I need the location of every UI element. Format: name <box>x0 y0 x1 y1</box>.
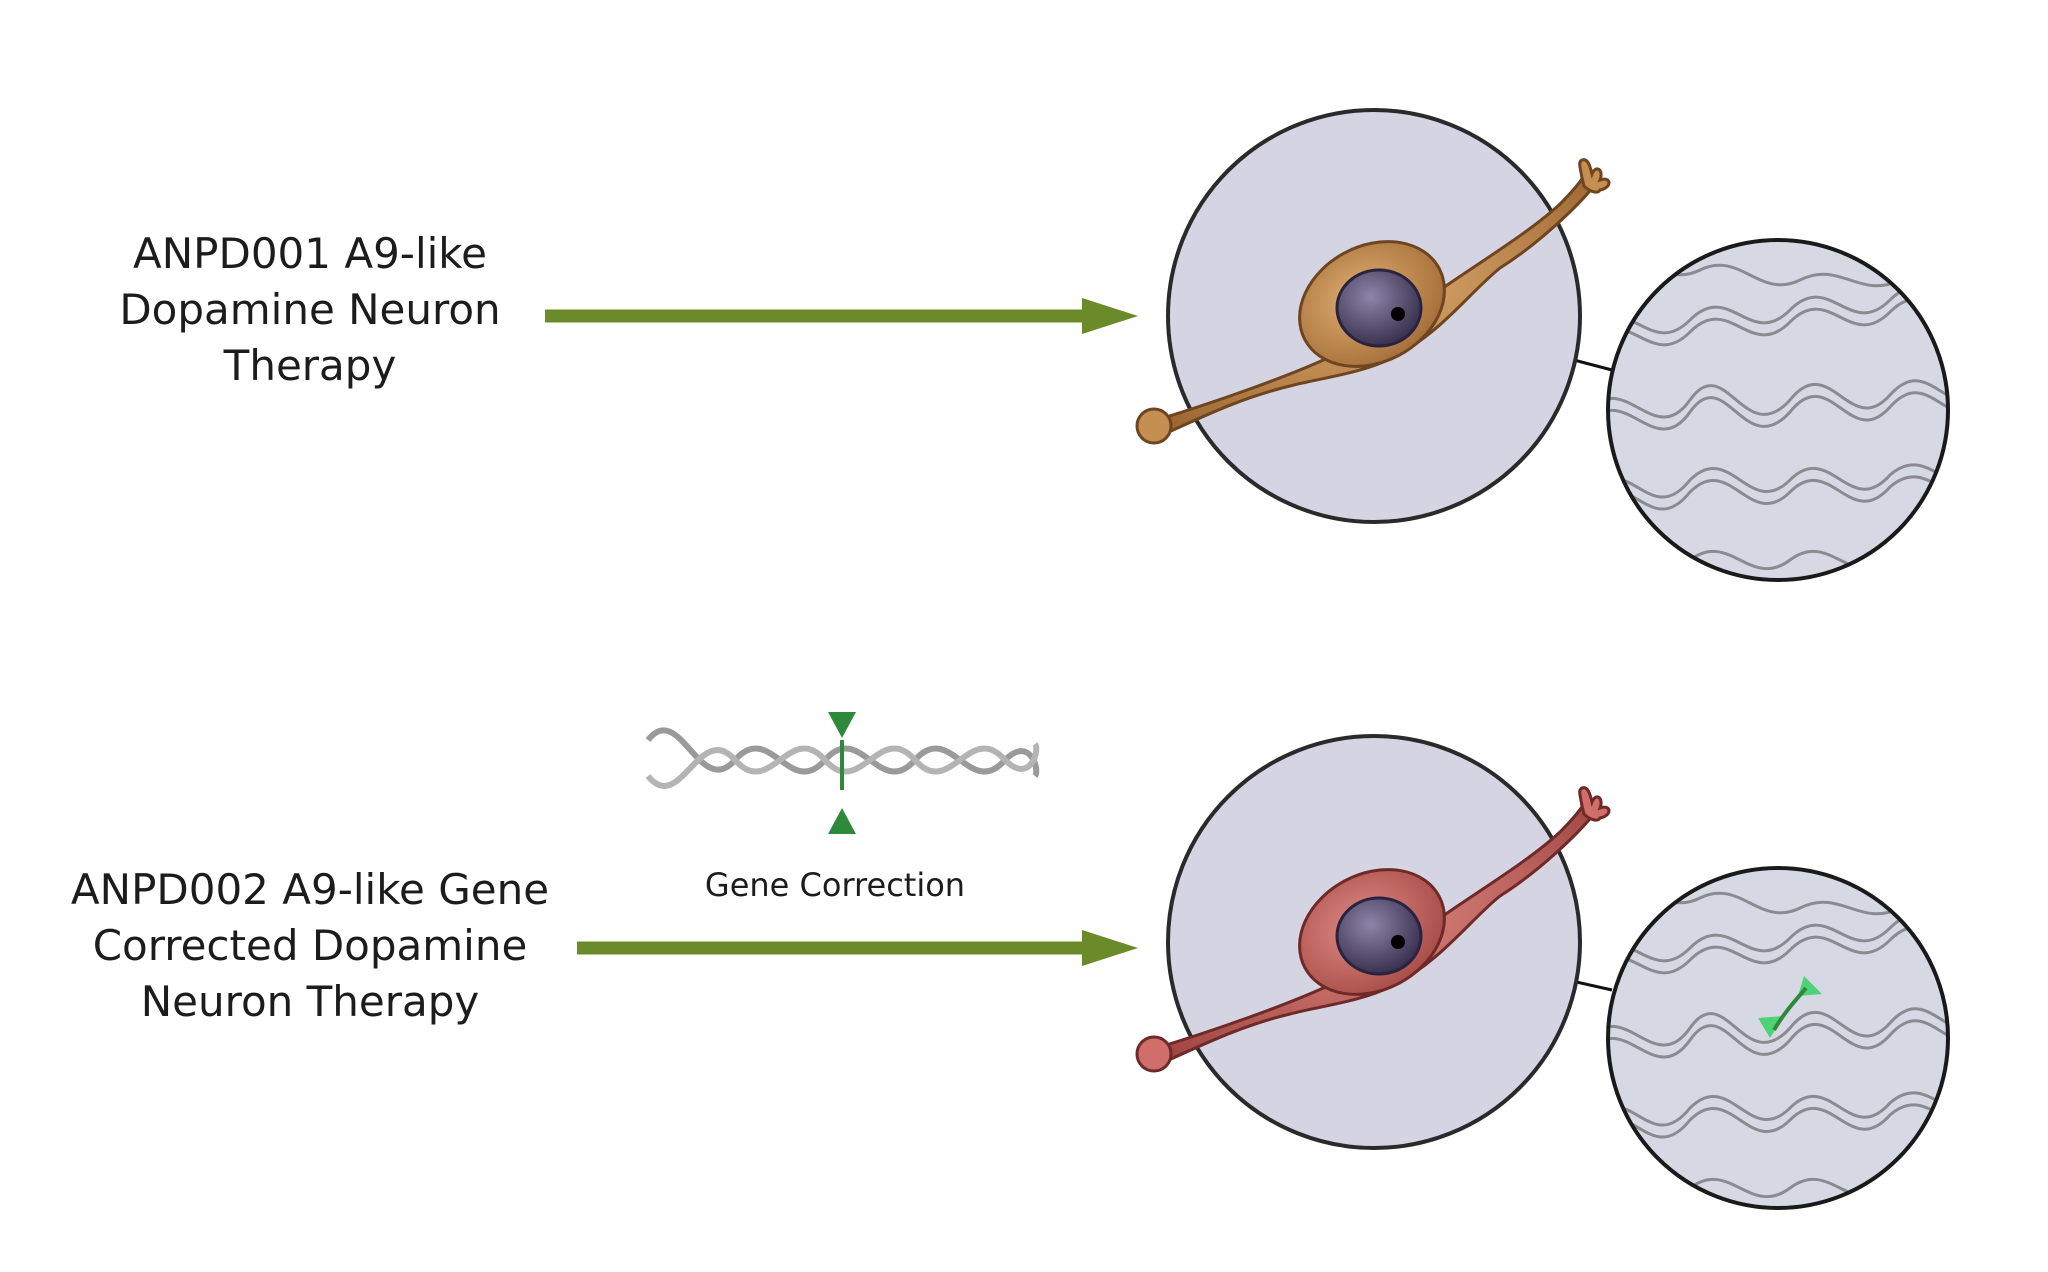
gene-correction-helix <box>645 727 1040 790</box>
arrow-therapy-2 <box>577 930 1138 966</box>
dna-zoom-circle-1 <box>1606 238 1950 582</box>
therapy-1-line-3: Therapy <box>223 341 397 390</box>
therapy-2-line-1: ANPD002 A9-like Gene <box>70 865 550 914</box>
cut-marker-icon <box>828 712 856 834</box>
therapy-1-label: ANPD001 A9-like Dopamine Neuron Therapy <box>110 226 510 394</box>
gene-correction-caption: Gene Correction <box>704 866 966 904</box>
dna-zoom-circle-2 <box>1606 866 1950 1210</box>
therapy-1-line-2: Dopamine Neuron <box>119 285 501 334</box>
arrow-therapy-1 <box>545 298 1138 334</box>
therapy-2-line-2: Corrected Dopamine <box>92 921 528 970</box>
correction-site-icon <box>1758 976 1822 1038</box>
nucleus-2 <box>1335 896 1423 976</box>
therapy-2-label: ANPD002 A9-like Gene Corrected Dopamine … <box>60 862 560 1030</box>
nucleus-1 <box>1335 268 1423 348</box>
therapy-1-line-1: ANPD001 A9-like <box>133 229 487 278</box>
therapy-2-line-3: Neuron Therapy <box>140 977 480 1026</box>
